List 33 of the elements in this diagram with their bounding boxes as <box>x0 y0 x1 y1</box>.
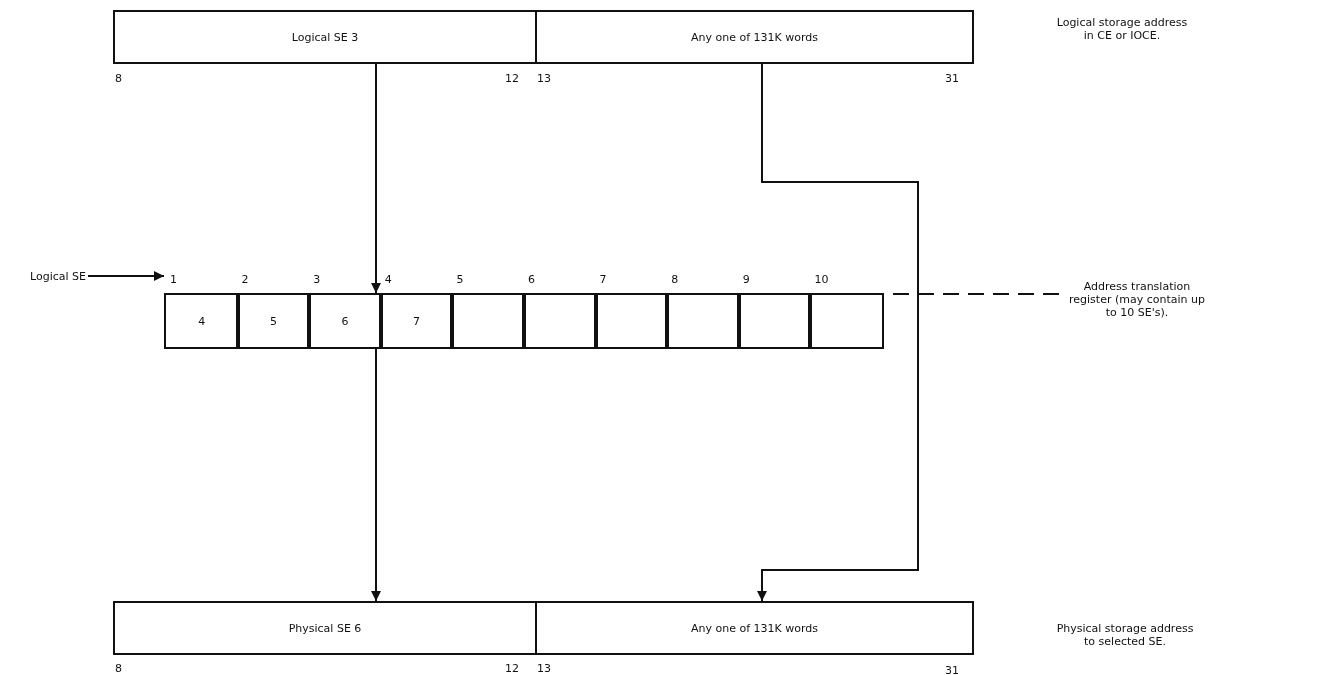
column-number: 3 <box>313 273 321 286</box>
arrow <box>371 63 381 294</box>
column-number: 1 <box>170 273 177 286</box>
column-number: 10 <box>814 273 829 286</box>
column-number: 6 <box>528 273 535 286</box>
column-number: 5 <box>456 273 464 286</box>
bit-number: 12 <box>505 72 519 85</box>
column-number: 7 <box>599 273 607 286</box>
cell-value: 7 <box>413 314 421 328</box>
address-note: Logical storage address in CE or IOCE. <box>1055 16 1189 42</box>
bit-number: 12 <box>505 662 519 675</box>
column-number: 9 <box>742 273 750 286</box>
process-box: Physical SE 6 <box>113 601 537 655</box>
address-note: Physical storage address to selected SE. <box>1055 622 1195 648</box>
cell-value: 4 <box>198 314 206 328</box>
bit-number: 13 <box>537 72 551 85</box>
arrow <box>87 271 165 281</box>
cell-value: 5 <box>269 314 277 328</box>
bit-number: 31 <box>945 664 959 675</box>
column-number: 8 <box>671 273 679 286</box>
column-number: 4 <box>384 273 392 286</box>
bit-number: 13 <box>537 662 551 675</box>
process-box: Any one of 131K words <box>535 601 974 655</box>
bit-number: 31 <box>945 72 959 85</box>
cell-value: 6 <box>341 314 349 328</box>
bit-number: 8 <box>115 662 122 675</box>
process-box: Logical SE 3 <box>113 10 537 64</box>
arrow <box>757 63 919 602</box>
input-label: Logical SE <box>30 268 86 284</box>
column-number: 2 <box>241 273 249 286</box>
process-box: Any one of 131K words <box>535 10 974 64</box>
arrow <box>371 348 381 602</box>
bit-number: 8 <box>115 72 122 85</box>
